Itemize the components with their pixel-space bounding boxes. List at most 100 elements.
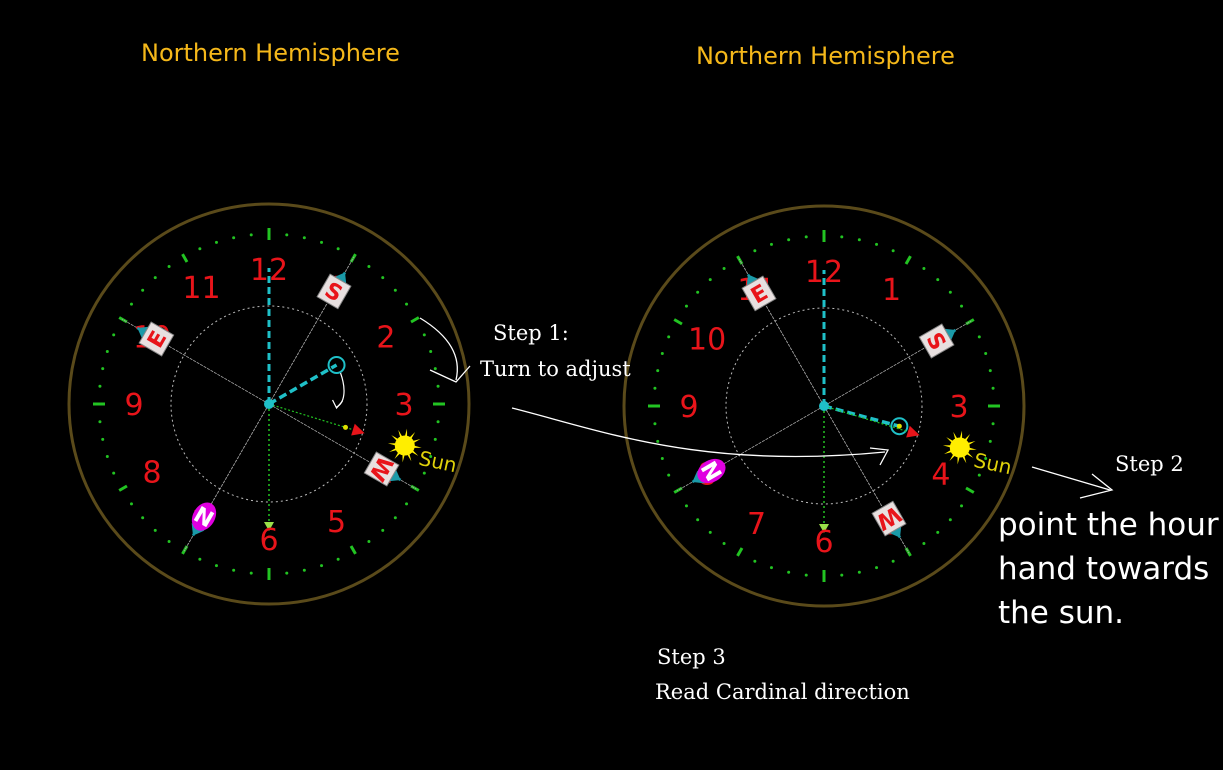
minute-dot bbox=[198, 557, 202, 561]
sun-pointer-arrow-icon bbox=[906, 425, 920, 438]
sun-ray bbox=[942, 445, 952, 448]
cardinal-axis-line bbox=[183, 256, 355, 552]
minute-dot bbox=[708, 530, 712, 534]
minute-dot bbox=[105, 455, 109, 459]
minute-dot bbox=[875, 566, 879, 570]
center-pivot bbox=[264, 399, 274, 409]
minute-dot bbox=[101, 437, 105, 441]
minute-dot bbox=[984, 351, 988, 355]
hour-tick bbox=[349, 545, 357, 555]
hour-hand-tip bbox=[890, 417, 909, 436]
cardinal-badge bbox=[138, 321, 175, 357]
sun-ray bbox=[409, 432, 416, 440]
step3-title: Step 3 bbox=[657, 645, 726, 669]
sun-disc bbox=[949, 437, 970, 458]
minute-dot bbox=[405, 502, 409, 506]
minute-dot bbox=[101, 367, 105, 371]
cardinal-badge bbox=[741, 275, 777, 312]
step1-text: Turn to adjust bbox=[480, 357, 631, 381]
minute-dot bbox=[722, 266, 726, 270]
step2-arrow bbox=[1031, 466, 1111, 491]
minute-dot bbox=[112, 333, 116, 337]
dial-number: 7 bbox=[747, 507, 766, 542]
minute-dot bbox=[433, 367, 437, 371]
dial-number: 12 bbox=[250, 253, 288, 288]
right-title: Northern Hemisphere bbox=[696, 42, 955, 70]
minute-dot bbox=[787, 570, 791, 574]
sun-ray bbox=[959, 430, 963, 439]
sun-ray bbox=[404, 428, 408, 437]
minute-dot bbox=[977, 335, 981, 339]
sun-ray bbox=[387, 443, 397, 446]
step2-line-3: the sun. bbox=[998, 595, 1124, 631]
cardinal-badge bbox=[316, 273, 352, 310]
minute-dot bbox=[429, 349, 433, 353]
dial-number: 6 bbox=[814, 525, 833, 560]
minute-dot bbox=[285, 571, 289, 575]
dial-number: 9 bbox=[124, 388, 143, 423]
minute-dot bbox=[936, 278, 940, 282]
dial-number: 12 bbox=[805, 255, 843, 290]
minute-dot bbox=[922, 542, 926, 546]
minute-dot bbox=[769, 242, 773, 246]
sun-icon bbox=[942, 430, 977, 465]
minute-dot bbox=[960, 304, 964, 308]
step3-text: Read Cardinal direction bbox=[655, 680, 910, 704]
outer-ring bbox=[67, 202, 471, 606]
sun-ray bbox=[944, 449, 953, 455]
center-pivot bbox=[819, 401, 829, 411]
minute-dot bbox=[988, 369, 992, 373]
left-title: Northern Hemisphere bbox=[141, 39, 400, 67]
minute-dot bbox=[667, 335, 671, 339]
minute-dot bbox=[105, 349, 109, 353]
step2-arrow-head bbox=[1079, 473, 1114, 499]
dial-number: 3 bbox=[394, 388, 413, 423]
minute-dot bbox=[141, 516, 145, 520]
minute-dot bbox=[249, 571, 253, 575]
sun-ray bbox=[968, 447, 977, 450]
minute-dot bbox=[875, 242, 879, 246]
minute-dot bbox=[98, 384, 102, 388]
cardinal-badge bbox=[697, 458, 726, 484]
minute-dot bbox=[977, 473, 981, 477]
dial-number: 11 bbox=[182, 271, 220, 306]
minute-dot bbox=[141, 288, 145, 292]
cardinal-axis-line bbox=[183, 256, 355, 552]
minute-dot bbox=[405, 302, 409, 306]
minute-dot bbox=[753, 559, 757, 563]
cardinal-marker-e: E bbox=[138, 321, 175, 357]
cardinal-axis-line bbox=[738, 258, 910, 554]
minute-dot bbox=[198, 247, 202, 251]
minute-dot bbox=[804, 235, 808, 239]
minute-dot bbox=[984, 457, 988, 461]
minute-dot bbox=[381, 276, 385, 280]
hour-hand bbox=[268, 363, 338, 406]
minute-dot bbox=[708, 278, 712, 282]
dial-number: 3 bbox=[949, 390, 968, 425]
sun-ray bbox=[398, 429, 403, 438]
step2-title: Step 2 bbox=[1115, 452, 1184, 476]
minute-dot bbox=[653, 422, 657, 426]
dial-number: 8 bbox=[143, 456, 162, 491]
sun-ray bbox=[953, 431, 958, 440]
minute-dot bbox=[960, 504, 964, 508]
minute-dot bbox=[722, 542, 726, 546]
minute-dot bbox=[320, 240, 324, 244]
dial-number: 4 bbox=[931, 458, 950, 493]
minute-dot bbox=[991, 386, 995, 390]
minute-dot bbox=[840, 235, 844, 239]
sun-ray bbox=[966, 452, 974, 458]
cardinal-badge bbox=[363, 451, 400, 487]
minute-dot bbox=[857, 238, 861, 242]
hour-tick bbox=[118, 484, 128, 492]
sun-ray bbox=[957, 456, 960, 465]
sun-ray bbox=[946, 437, 954, 444]
minute-dot bbox=[381, 528, 385, 532]
minute-dot bbox=[433, 437, 437, 441]
minute-dot bbox=[429, 455, 433, 459]
minute-dot bbox=[653, 386, 657, 390]
minute-dot bbox=[422, 333, 426, 337]
sun-ray bbox=[964, 434, 971, 442]
hour-tick bbox=[410, 316, 420, 324]
